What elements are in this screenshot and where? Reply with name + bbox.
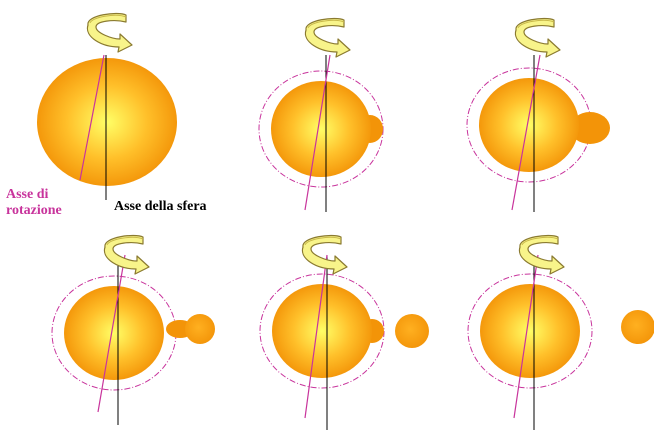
sphere [37,58,177,186]
droplet [621,310,654,344]
rotation-arrow-icon [302,235,347,274]
rotation-arrow-icon [515,18,560,57]
panel-stage-3 [467,18,610,212]
rotation-arrow-icon [87,13,132,52]
sphere [64,286,164,380]
sphere [271,81,371,177]
sphere [480,284,580,378]
rotation-arrow-icon [104,235,149,274]
rotation-axis-label-line1: Asse di [6,187,62,203]
sphere [272,284,372,378]
sphere-axis-label: Asse della sfera [114,199,207,215]
rotation-arrow-icon [519,235,564,274]
rotation-arrow-icon [305,18,350,57]
sphere [479,78,579,172]
panel-stage-2 [259,18,383,212]
rotation-axis-label-line2: rotazione [6,203,62,219]
panel-stage-6 [468,235,654,430]
panel-stage-5 [260,235,429,430]
panel-stage-4 [52,235,215,425]
panel-stage-1 [37,13,177,200]
rotation-axis-label: Asse di rotazione [6,187,62,219]
droplet [395,314,429,348]
droplet [185,314,215,344]
